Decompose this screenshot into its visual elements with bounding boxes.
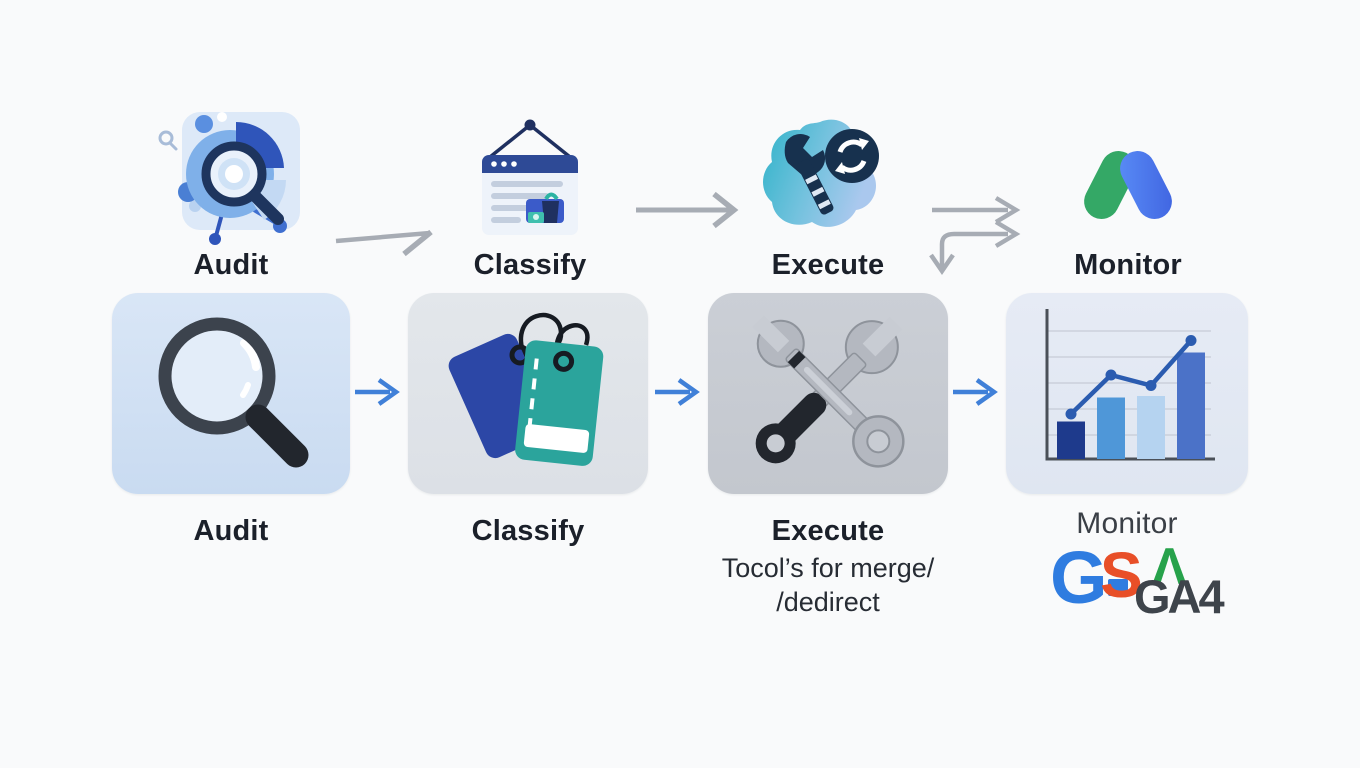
monitor-card xyxy=(1006,293,1248,494)
arrow-classify-card-to-execute-card-icon xyxy=(655,378,700,406)
execute-sublabel-line2: /dedirect xyxy=(776,587,880,617)
hanging-browser-tag-icon xyxy=(482,119,578,235)
magnifying-glass-icon xyxy=(158,317,309,468)
bottom-step-label-classify: Classify xyxy=(471,515,585,547)
execute-card xyxy=(708,293,948,494)
ga4-logo: G S Λ GA4 xyxy=(1048,541,1248,633)
execute-sublabel-line1: Tocol’s for merge/ xyxy=(721,553,935,583)
bottom-step-label-audit: Audit xyxy=(193,515,269,547)
bottom-step-label-execute: Execute xyxy=(771,515,885,547)
arrow-classify-to-execute-icon xyxy=(636,191,739,229)
audit-card xyxy=(112,293,350,494)
google-ads-logo-icon xyxy=(1084,151,1172,219)
crossed-wrenches-icon xyxy=(752,315,905,468)
arrow-execute-to-monitor-icon xyxy=(929,196,1021,275)
ga4-letter-s: S xyxy=(1100,539,1143,611)
bottom-step-label-monitor: Monitor xyxy=(1076,507,1178,540)
arrow-audit-to-classify-icon xyxy=(335,229,433,257)
arrow-audit-card-to-classify-card-icon xyxy=(355,378,400,406)
wrench-refresh-blob-icon xyxy=(763,119,879,227)
ga4-text: GA4 xyxy=(1134,570,1225,623)
top-step-label-execute: Execute xyxy=(771,249,885,281)
arrow-execute-card-to-monitor-card-icon xyxy=(953,378,998,406)
top-step-label-classify: Classify xyxy=(473,249,587,281)
price-tags-icon xyxy=(448,312,604,466)
bar-line-chart-icon xyxy=(1045,309,1215,461)
top-step-label-monitor: Monitor xyxy=(1074,249,1182,281)
ga4-letter-a: Λ xyxy=(1152,538,1187,596)
ga4-blue-block xyxy=(1108,579,1128,596)
ga4-letter-g: G xyxy=(1050,536,1108,619)
classify-card xyxy=(408,293,648,494)
top-step-label-audit: Audit xyxy=(193,249,269,281)
pie-chart-magnifier-icon xyxy=(158,112,300,245)
